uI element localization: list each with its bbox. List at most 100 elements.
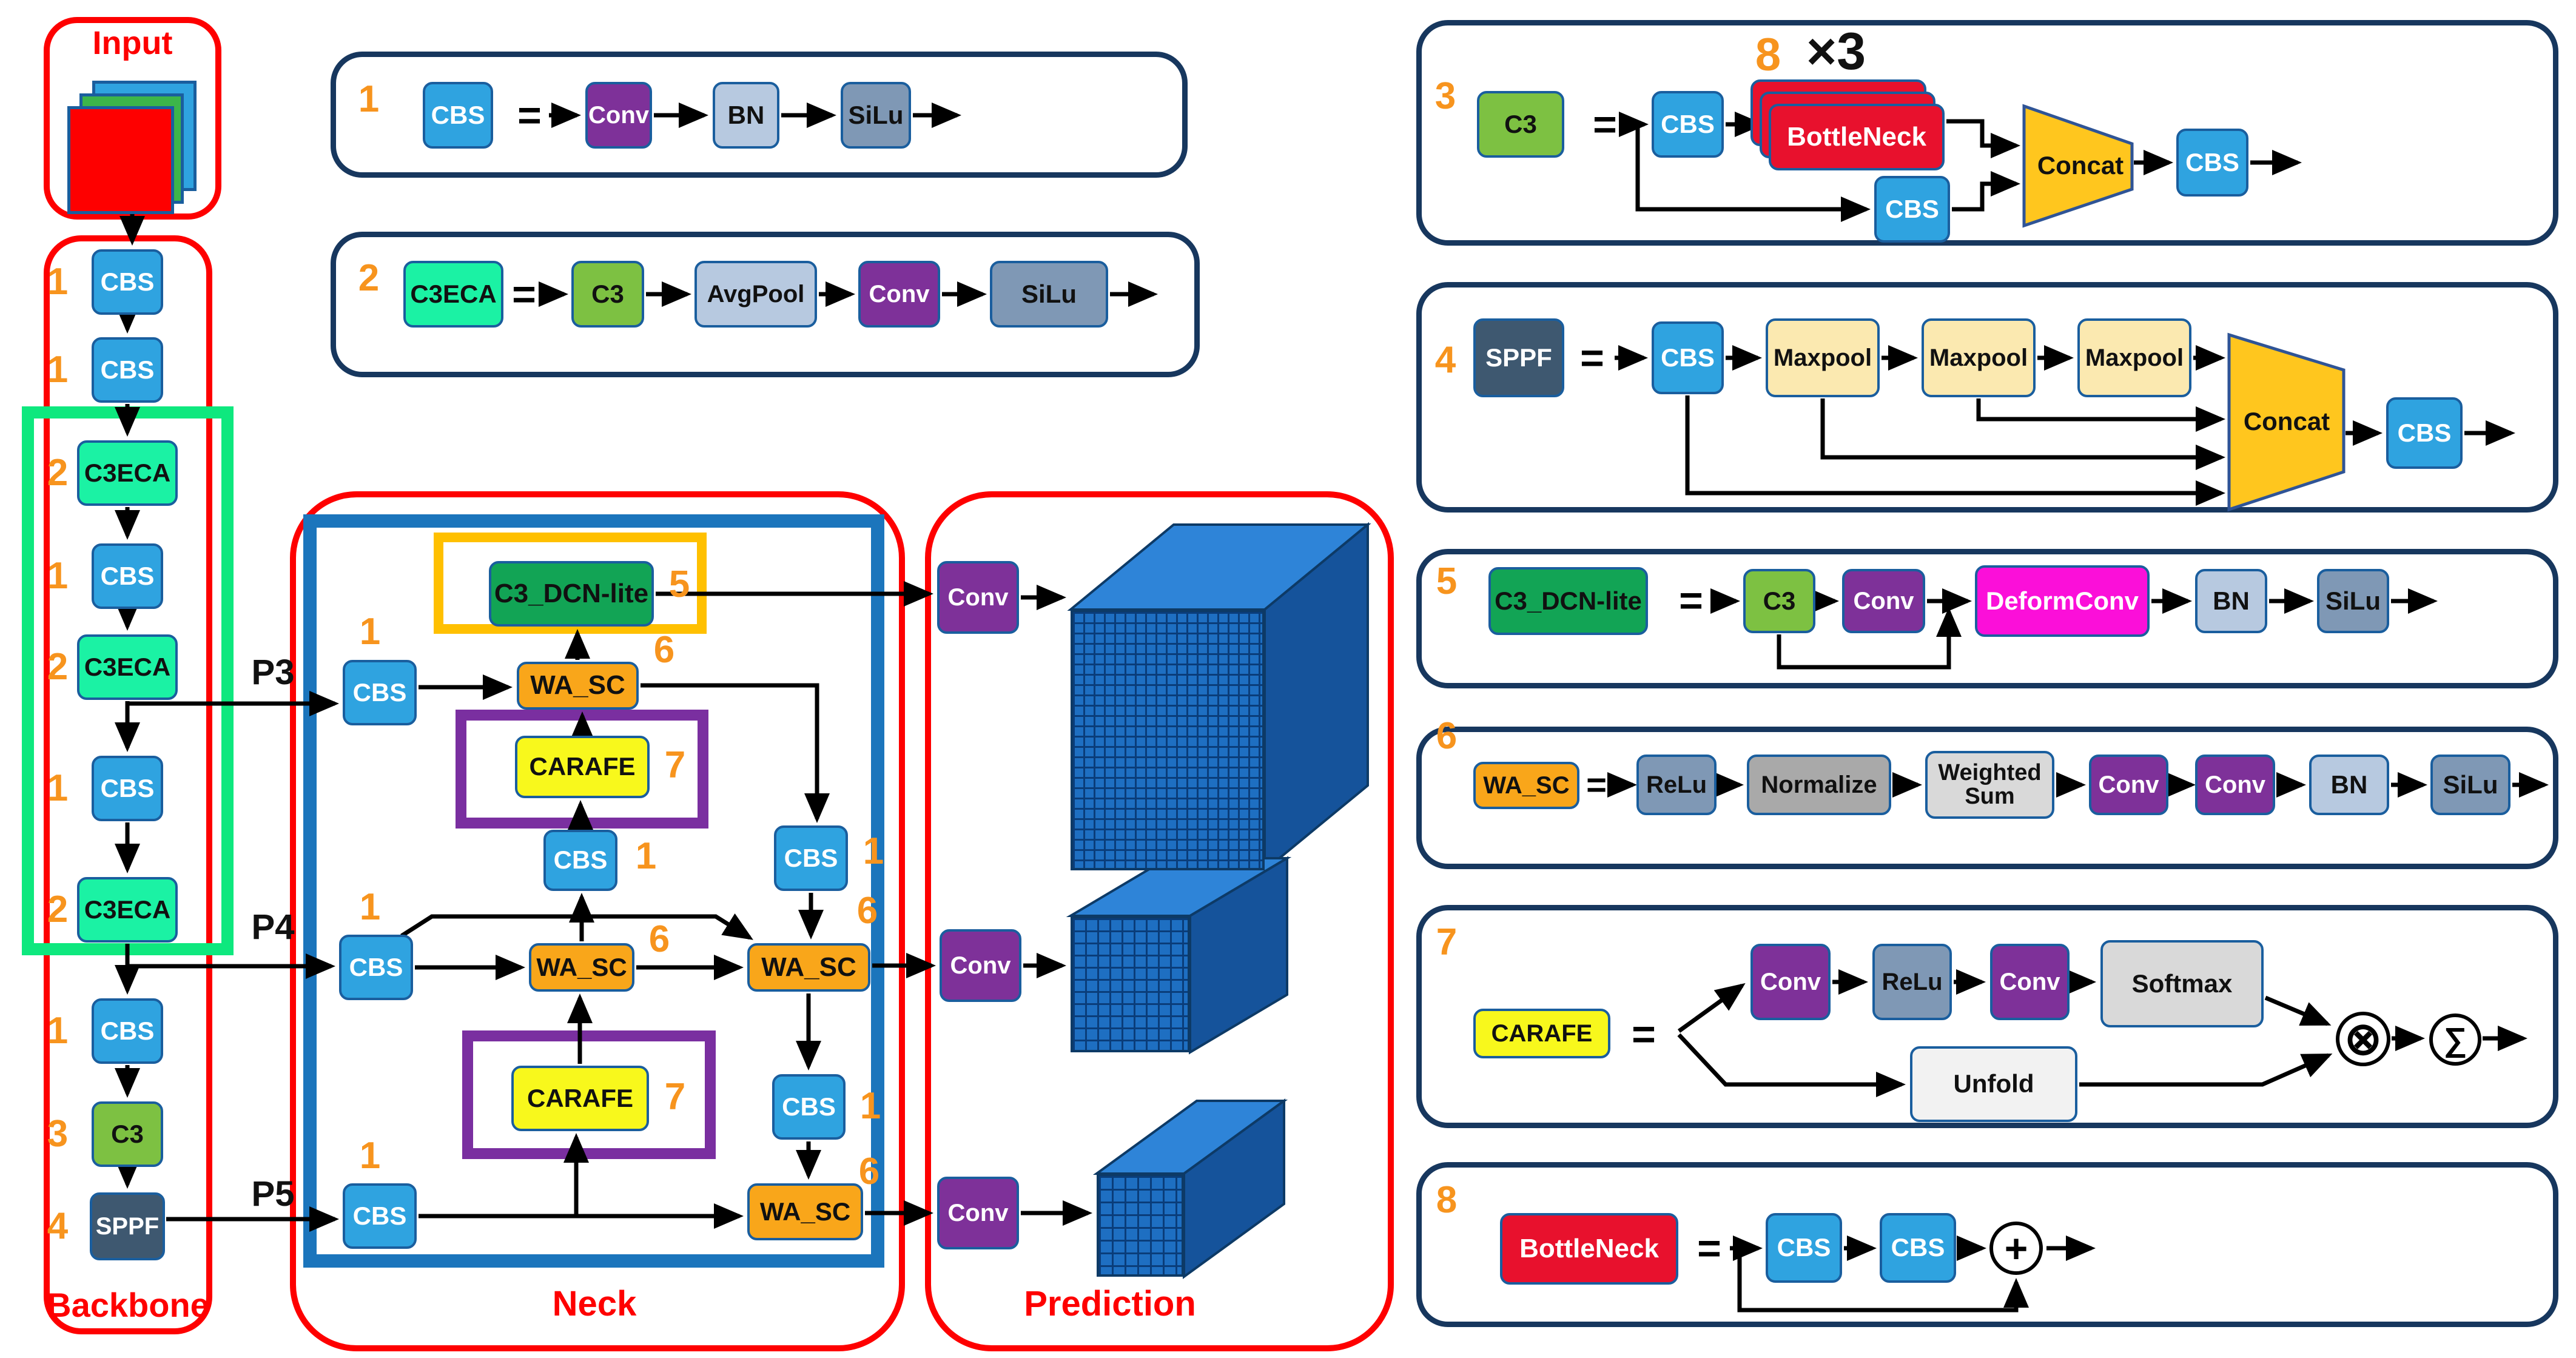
- prediction-conv-1: Conv: [937, 561, 1019, 634]
- backbone-block-c3eca-1: C3ECA: [77, 634, 178, 700]
- legend3-concat-shape: [2022, 104, 2134, 228]
- legend6-conv-2: Conv: [2195, 755, 2275, 815]
- legend2-silu: SiLu: [990, 261, 1108, 328]
- legend2-equals: =: [512, 271, 536, 317]
- neck-num-cbs-r1: 1: [863, 830, 884, 872]
- legend8-cbs-1: CBS: [1766, 1213, 1842, 1283]
- p5-label: P5: [251, 1174, 295, 1214]
- legend3-c3: C3: [1477, 91, 1564, 158]
- backbone-block-cbs-0: CBS: [92, 249, 163, 315]
- legend7-conv-2: Conv: [1990, 944, 2070, 1020]
- backbone-num-8: 3: [47, 1113, 69, 1155]
- legend3-cbs-2: CBS: [1874, 176, 1950, 243]
- neck-wa-sc-3: WA_SC: [747, 943, 870, 992]
- legend3-bottleneck: BottleNeck: [1769, 104, 1945, 170]
- neck-num-cbs-p3: 1: [359, 611, 381, 653]
- legend-box-5: [1416, 549, 2558, 688]
- neck-num-cbs-p4: 1: [359, 886, 381, 928]
- prediction-conv-2: Conv: [940, 929, 1021, 1002]
- legend7-unfold: Unfold: [1910, 1046, 2077, 1122]
- prediction-arrows: [1021, 585, 1092, 1226]
- legend5-equals: =: [1679, 577, 1703, 624]
- backbone-num-5: 1: [47, 767, 69, 809]
- backbone-num-2: 2: [47, 452, 69, 494]
- legend3-repeat-count: 8: [1755, 29, 1781, 81]
- backbone-num-4: 2: [47, 646, 69, 688]
- legend8-num: 8: [1436, 1179, 1458, 1221]
- legend2-c3: C3: [571, 261, 644, 328]
- legend8-bottleneck: BottleNeck: [1500, 1213, 1678, 1285]
- backbone-num-6: 2: [47, 889, 69, 930]
- neck-num-cbs-r2: 1: [859, 1085, 881, 1127]
- neck-c3-dcn-lite: C3_DCN-lite: [489, 561, 654, 627]
- legend6-bn: BN: [2309, 755, 2389, 815]
- neck-cbs-p4: CBS: [339, 935, 413, 1000]
- neck-cbs-r1: CBS: [774, 825, 848, 891]
- legend6-num: 6: [1436, 715, 1458, 757]
- legend-box-1: [331, 52, 1188, 178]
- legend-box-7: [1416, 905, 2558, 1128]
- legend4-arrows: [1615, 345, 2515, 506]
- neck-num-wasc1: 6: [653, 629, 675, 671]
- legend5-bn: BN: [2195, 569, 2267, 633]
- backbone-block-cbs-1: CBS: [92, 337, 163, 403]
- legend7-sum-operator: ∑: [2429, 1013, 2481, 1066]
- neck-num-carafe1: 7: [664, 744, 686, 786]
- legend3-num: 3: [1434, 75, 1456, 117]
- legend5-c3dcn: C3_DCN-lite: [1488, 567, 1648, 635]
- legend2-avgpool: AvgPool: [694, 261, 817, 328]
- backbone-block-c3: C3: [92, 1101, 163, 1167]
- neck-cbs-r2: CBS: [772, 1074, 846, 1140]
- feature-cube-1-front: [1071, 610, 1265, 870]
- legend4-num: 4: [1434, 339, 1456, 381]
- legend1-equals: =: [517, 92, 542, 138]
- feature-cube-2-faces: [1066, 856, 1292, 1055]
- legend4-sppf: SPPF: [1473, 318, 1564, 397]
- backbone-block-sppf: SPPF: [90, 1192, 165, 1260]
- backbone-num-7: 1: [47, 1010, 69, 1052]
- neck-title: Neck: [552, 1284, 637, 1323]
- legend4-equals: =: [1580, 335, 1604, 381]
- legend6-wasc: WA_SC: [1473, 762, 1579, 809]
- backbone-num-0: 1: [47, 261, 69, 303]
- legend1-num: 1: [358, 78, 380, 120]
- backbone-block-c3eca-0: C3ECA: [77, 440, 178, 506]
- neck-num-cbs-mid: 1: [635, 835, 657, 877]
- neck-num-wasc2: 6: [648, 918, 670, 960]
- legend7-softmax: Softmax: [2100, 940, 2264, 1027]
- legend4-cbs-1: CBS: [1652, 321, 1724, 394]
- backbone-num-1: 1: [47, 349, 69, 391]
- legend7-multiply-operator: ⊗: [2336, 1012, 2390, 1066]
- legend6-weighted-sum: Weighted Sum: [1925, 751, 2054, 819]
- legend2-conv: Conv: [858, 261, 940, 328]
- neck-num-wasc4: 6: [858, 1151, 880, 1192]
- neck-carafe-2: CARAFE: [511, 1066, 649, 1131]
- legend8-cbs-2: CBS: [1880, 1213, 1956, 1283]
- legend5-arrows: [1710, 588, 2438, 670]
- neck-outline: [290, 491, 905, 1351]
- feature-cube-3-faces: [1092, 1098, 1288, 1279]
- p4-label: P4: [251, 907, 295, 947]
- legend6-normalize: Normalize: [1747, 755, 1891, 815]
- legend4-maxpool-2: Maxpool: [1922, 318, 2036, 397]
- backbone-num-9: 4: [47, 1205, 69, 1247]
- legend1-conv: Conv: [585, 82, 652, 149]
- neck-wa-sc-1: WA_SC: [517, 662, 639, 710]
- legend7-num: 7: [1436, 921, 1458, 963]
- legend2-num: 2: [358, 257, 380, 299]
- legend3-concat-label: Concat: [2037, 151, 2124, 180]
- legend4-concat-shape: [2227, 332, 2346, 512]
- p3-label: P3: [251, 653, 295, 692]
- legend7-carafe: CARAFE: [1473, 1009, 1610, 1058]
- legend6-equals: =: [1586, 765, 1607, 805]
- legend7-arrows: [1677, 969, 2527, 1097]
- backbone-arrows: [115, 209, 339, 1232]
- neck-cbs-mid: CBS: [543, 830, 617, 891]
- backbone-num-3: 1: [47, 555, 69, 597]
- backbone-block-c3eca-2: C3ECA: [77, 877, 178, 943]
- legend3-cbs-3: CBS: [2176, 129, 2248, 197]
- legend3-arrows: [1619, 112, 2302, 222]
- neck-num-cbs-p5: 1: [359, 1135, 381, 1177]
